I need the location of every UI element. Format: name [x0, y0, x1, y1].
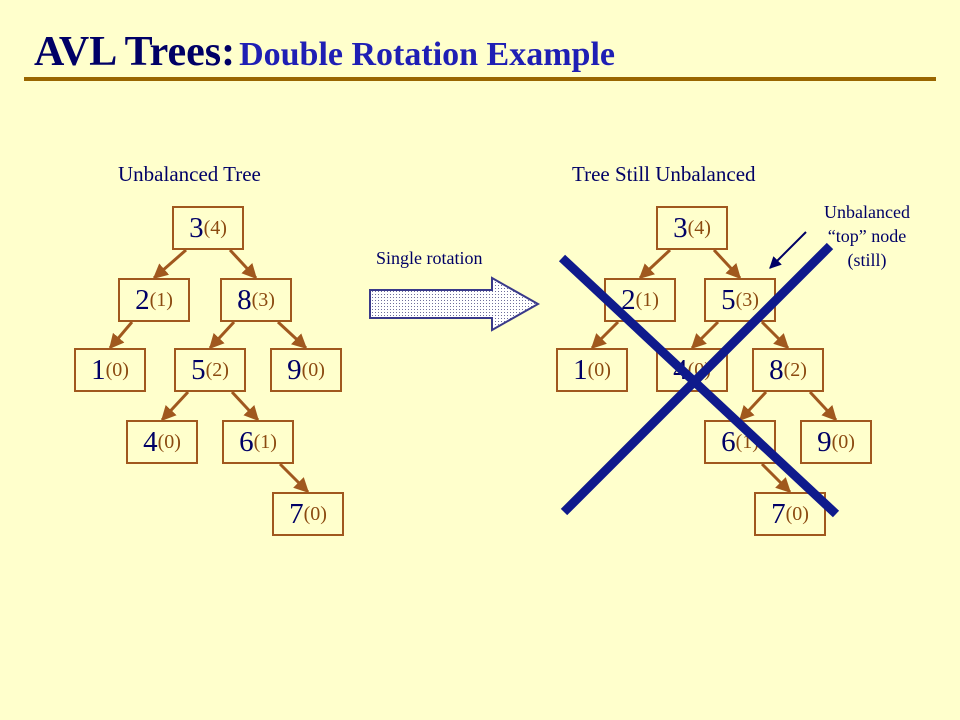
tree-edge [690, 320, 720, 350]
title-rule [24, 77, 936, 81]
tree-node: 2(1) [118, 278, 190, 322]
tree-edge [208, 320, 236, 350]
tree-edge [712, 248, 742, 280]
tree-node: 7(0) [272, 492, 344, 536]
tree-edge [152, 248, 187, 280]
title-sub: Double Rotation Example [239, 36, 616, 73]
tree-edge [738, 390, 768, 422]
tree-edge [278, 462, 310, 494]
left-tree-caption: Unbalanced Tree [118, 162, 261, 186]
tree-node: 4(0) [126, 420, 198, 464]
tree-edge [760, 462, 792, 494]
tree-edge [590, 320, 620, 350]
tree-edge [228, 248, 258, 280]
tree-edge [760, 320, 790, 350]
tree-node: 1(0) [74, 348, 146, 392]
tree-edge [230, 390, 260, 422]
tree-node: 8(2) [752, 348, 824, 392]
tree-node: 2(1) [604, 278, 676, 322]
tree-node: 3(4) [172, 206, 244, 250]
tree-node: 5(2) [174, 348, 246, 392]
title-main: AVL Trees: [34, 29, 236, 75]
tree-node: 9(0) [270, 348, 342, 392]
right-tree-caption: Tree Still Unbalanced [572, 162, 756, 186]
tree-node: 3(4) [656, 206, 728, 250]
tree-edge [160, 390, 190, 422]
tree-node: 5(3) [704, 278, 776, 322]
arrow-label: Single rotation [376, 248, 483, 268]
tree-node: 4(0) [656, 348, 728, 392]
tree-node: 9(0) [800, 420, 872, 464]
rotation-arrow [369, 276, 541, 332]
tree-node: 6(1) [704, 420, 776, 464]
slide-title: AVL Trees: Double Rotation Example [34, 28, 615, 76]
tree-node: 6(1) [222, 420, 294, 464]
tree-edge [108, 321, 134, 350]
tree-node: 8(3) [220, 278, 292, 322]
tree-edge [276, 320, 308, 350]
tree-edge [808, 390, 838, 422]
tree-node: 1(0) [556, 348, 628, 392]
tree-edge [638, 248, 672, 280]
unbalanced-annotation: Unbalanced “top” node (still) [824, 202, 910, 270]
tree-node: 7(0) [754, 492, 826, 536]
